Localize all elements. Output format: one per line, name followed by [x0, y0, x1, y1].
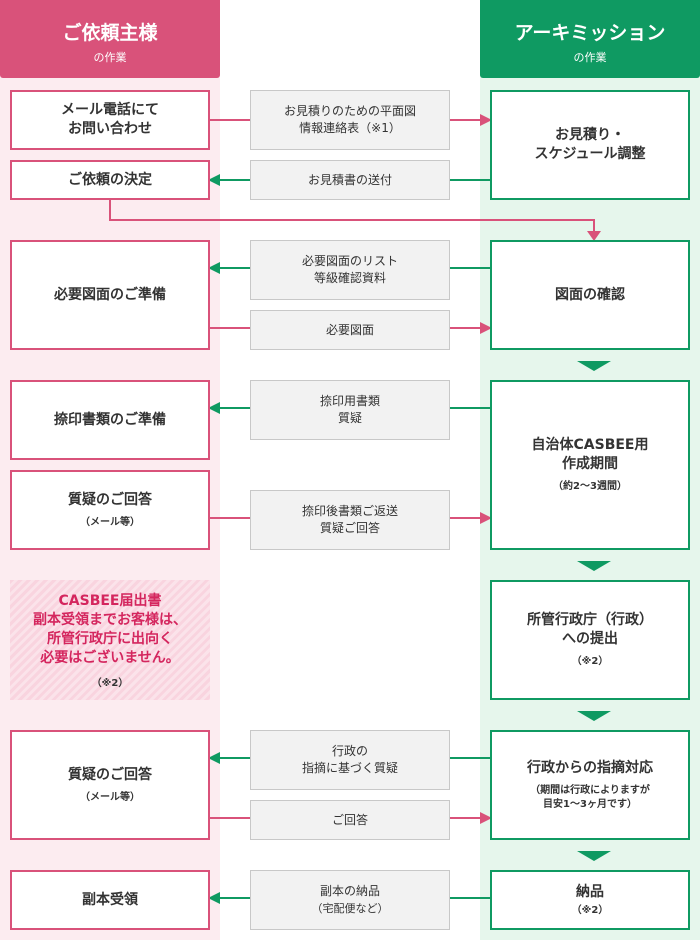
step-estimate-label: お見積り・ スケジュール調整: [534, 127, 646, 162]
step-correction-label: 行政からの指摘対応: [527, 759, 653, 776]
arrowhead-f8: [480, 812, 492, 824]
arrowhead-f2: [208, 174, 220, 186]
step-decision: ご依頼の決定: [10, 160, 210, 200]
flow-f5-line1: 捺印用書類: [319, 394, 380, 408]
step-decision-label: ご依頼の決定: [68, 171, 152, 188]
arrowhead-f1: [480, 114, 492, 126]
step-correction: 行政からの指摘対応 （期間は行政によりますが 目安1〜3ヶ月です）: [490, 730, 690, 840]
archimission-lane-title: アーキミッション: [514, 22, 666, 44]
step-submit-note: （※2）: [571, 656, 609, 667]
step-submit-label: 所管行政庁（行政） への提出: [527, 612, 653, 647]
flow-f6-line1: 捺印後書類ご返送: [301, 504, 398, 518]
archimission-lane-header: アーキミッション の作業: [480, 0, 700, 78]
flow-f4-line1: 必要図面: [325, 322, 374, 337]
archimission-lane-subtitle: の作業: [573, 51, 607, 64]
flow-label-f2: お見積書の送付: [250, 160, 450, 200]
step-check-label: 図面の確認: [555, 286, 625, 303]
arrowhead-f6: [480, 512, 492, 524]
down-arrow-2: [577, 561, 611, 571]
flow-f2-line1: お見積書の送付: [307, 172, 392, 187]
step-answer-2-label: 質疑のご回答: [68, 766, 152, 783]
step-casbee: 自治体CASBEE用 作成期間 （約2〜3週間）: [490, 380, 690, 550]
client-lane-subtitle: の作業: [93, 51, 127, 64]
client-lane-title: ご依頼主様: [62, 22, 158, 44]
flow-f8-line1: ご回答: [331, 812, 368, 827]
step-answer-2-note: （メール等）: [80, 791, 140, 803]
flow-label-f5: 捺印用書類 質疑: [250, 380, 450, 440]
step-correction-note: （期間は行政によりますが 目安1〜3ヶ月です）: [530, 784, 650, 810]
arrowhead-decision: [587, 231, 601, 241]
arrowhead-f9: [208, 892, 220, 904]
notice-box: CASBEE届出書 副本受領までお客様は、 所管行政庁に出向く 必要はございませ…: [10, 580, 210, 700]
step-seal-docs: 捺印書類のご準備: [10, 380, 210, 460]
step-answer-1: 質疑のご回答 （メール等）: [10, 470, 210, 550]
step-submit: 所管行政庁（行政） への提出 （※2）: [490, 580, 690, 700]
flow-label-f4: 必要図面: [250, 310, 450, 350]
notice-note: （※2）: [91, 677, 129, 689]
flow-label-f7: 行政の 指摘に基づく質疑: [250, 730, 450, 790]
down-arrow-4: [577, 851, 611, 861]
step-inquiry-label: メール電話にて お問い合わせ: [61, 102, 159, 137]
step-casbee-label: 自治体CASBEE用 作成期間: [531, 437, 649, 472]
flow-f1-line1: お見積りのための平面図: [283, 104, 416, 118]
flow-f5-line2: 質疑: [337, 411, 362, 425]
step-delivery-note: （※2）: [571, 904, 609, 916]
step-answer-2: 質疑のご回答 （メール等）: [10, 730, 210, 840]
step-casbee-note: （約2〜3週間）: [553, 481, 627, 492]
step-delivery-label: 納品: [576, 883, 604, 900]
arrowhead-f3: [208, 262, 220, 274]
step-seal-docs-label: 捺印書類のご準備: [54, 411, 166, 428]
flow-f9-line2: （宅配便など）: [311, 902, 389, 915]
flow-label-f3: 必要図面のリスト 等級確認資料: [250, 240, 450, 300]
flow-f7-line1: 行政の: [331, 744, 368, 758]
step-receive-label: 副本受領: [82, 891, 138, 908]
flow-f1-line2: 情報連絡表（※1）: [299, 121, 401, 135]
step-estimate: お見積り・ スケジュール調整: [490, 90, 690, 200]
notice-text: CASBEE届出書 副本受領までお客様は、 所管行政庁に出向く 必要はございませ…: [33, 592, 187, 666]
down-arrow-3: [577, 711, 611, 721]
flow-f9-line1: 副本の納品: [319, 884, 380, 898]
arrowhead-f5: [208, 402, 220, 414]
flow-label-f6: 捺印後書類ご返送 質疑ご回答: [250, 490, 450, 550]
flow-label-f1: お見積りのための平面図 情報連絡表（※1）: [250, 90, 450, 150]
flow-f3-line2: 等級確認資料: [313, 271, 386, 285]
down-arrow-1: [577, 361, 611, 371]
step-drawings: 必要図面のご準備: [10, 240, 210, 350]
step-receive: 副本受領: [10, 870, 210, 930]
flow-f6-line2: 質疑ご回答: [319, 521, 380, 535]
step-inquiry: メール電話にて お問い合わせ: [10, 90, 210, 150]
flow-f3-line1: 必要図面のリスト: [301, 254, 398, 268]
flow-label-f9: 副本の納品 （宅配便など）: [250, 870, 450, 930]
step-drawings-label: 必要図面のご準備: [54, 286, 166, 303]
arrowhead-f7: [208, 752, 220, 764]
step-check: 図面の確認: [490, 240, 690, 350]
step-answer-1-label: 質疑のご回答: [68, 491, 152, 508]
step-delivery: 納品 （※2）: [490, 870, 690, 930]
arrow-decision-to-check: [109, 200, 595, 232]
step-answer-1-note: （メール等）: [80, 516, 140, 528]
arrowhead-f4: [480, 322, 492, 334]
client-lane-header: ご依頼主様 の作業: [0, 0, 220, 78]
flow-f7-line2: 指摘に基づく質疑: [301, 761, 398, 775]
flow-label-f8: ご回答: [250, 800, 450, 840]
